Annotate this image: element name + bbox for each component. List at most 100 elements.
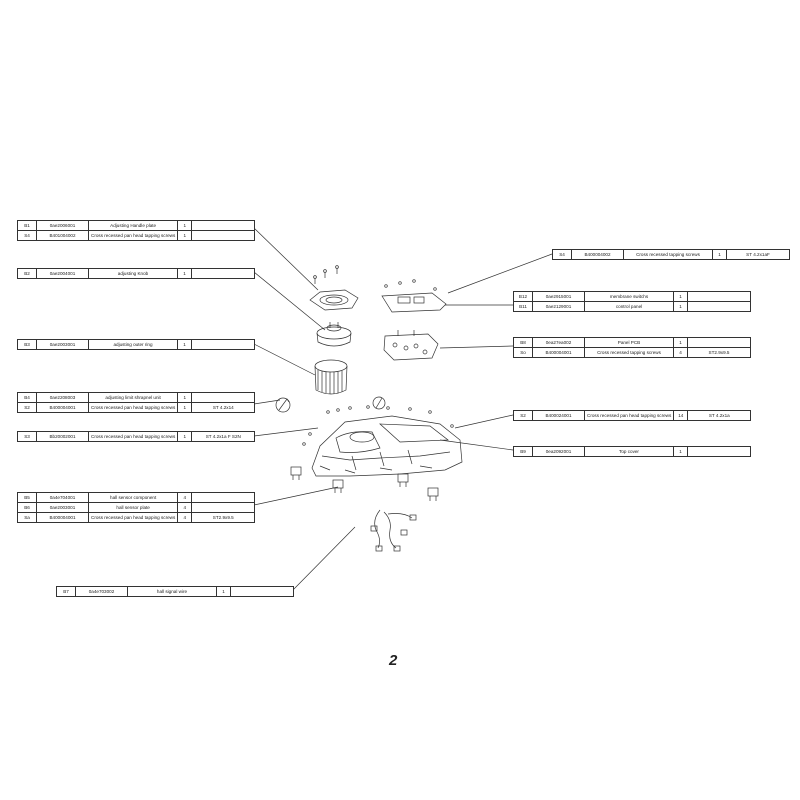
part-name: Cross recessed pan head tapping screws xyxy=(87,512,179,523)
part-spec: ST 4.2x1aF xyxy=(726,249,790,260)
part-qty: 1 xyxy=(673,337,688,348)
part-qty: 1 xyxy=(177,230,193,241)
table-row: S3 Bb20002001 Cross recessed pan head ta… xyxy=(17,431,256,442)
part-code: B12 xyxy=(513,291,533,302)
table-row: B6 0ae2003001 hall sensor plate 4 xyxy=(17,502,256,513)
part-qty: 1 xyxy=(177,339,192,350)
part-qty: 1 xyxy=(177,268,192,279)
parts-table-knob: B2 0ae2004001 adjusting Knob 1 xyxy=(17,268,255,279)
table-row: So B400004001 Cross recessed tapping scr… xyxy=(513,347,751,358)
part-name: control panel xyxy=(584,301,674,312)
adjusting-screws xyxy=(313,265,339,284)
part-name: Panel PCB xyxy=(584,337,674,348)
parts-table-top-cover: B9 0ea2092001 Top cover 1 xyxy=(513,446,751,457)
part-code: B1 xyxy=(17,220,37,231)
part-qty: 4 xyxy=(177,502,193,513)
adjusting-knob xyxy=(316,322,352,347)
part-code: S2 xyxy=(17,402,37,413)
part-qty: 1 xyxy=(712,249,727,260)
part-number: 0ae2208003 xyxy=(36,392,89,403)
table-row: B7 0a4e703002 hall signal wire 1 xyxy=(56,586,294,597)
parts-table-outer-ring: B3 0ae2003001 adjusting outer ring 1 xyxy=(17,339,255,350)
parts-table-shrapnel: B4 0ae2208003 adjusting limit shrapnel u… xyxy=(17,392,256,413)
part-qty: 1 xyxy=(177,402,193,413)
part-qty: 1 xyxy=(177,431,193,442)
part-qty: 1 xyxy=(177,392,193,403)
part-spec xyxy=(191,502,256,513)
panel-screws xyxy=(384,279,437,291)
part-qty: 1 xyxy=(216,586,231,597)
part-spec xyxy=(191,492,256,503)
part-name: adjusting Knob xyxy=(88,268,178,279)
part-code: B5 xyxy=(17,492,37,503)
part-spec xyxy=(191,392,256,403)
part-code: S4 xyxy=(552,249,572,260)
part-spec xyxy=(687,446,751,457)
table-row: B2 0ae2004001 adjusting Knob 1 xyxy=(17,268,255,279)
top-cover-screws xyxy=(302,405,454,446)
part-spec xyxy=(687,337,751,348)
table-row: B4 0ae2208003 adjusting limit shrapnel u… xyxy=(17,392,256,403)
part-spec xyxy=(191,268,255,279)
part-name: Cross recessed tapping screws xyxy=(623,249,713,260)
part-spec xyxy=(191,220,256,231)
part-spec: ST 4.2x1a xyxy=(687,410,752,421)
adjusting-handle-plate xyxy=(309,289,359,311)
part-number: B401004002 xyxy=(36,230,89,241)
part-name: Cross recessed tapping screws xyxy=(584,347,674,358)
part-spec xyxy=(687,291,751,302)
top-cover-part xyxy=(311,415,463,477)
part-number: 0ae2004001 xyxy=(36,268,89,279)
part-spec: ST2.9x9.5 xyxy=(191,512,256,523)
part-number: Bb20002001 xyxy=(36,431,89,442)
limit-shrapnel-unit xyxy=(275,396,386,413)
part-name: hall sensor plate xyxy=(87,502,179,513)
parts-table-panel-pcb: B8 0ea27ea002 Panel PCB 1 So B400004001 … xyxy=(513,337,751,358)
page-number: 2 xyxy=(389,652,398,669)
part-spec xyxy=(230,586,294,597)
part-code: B2 xyxy=(17,268,37,279)
part-code: B11 xyxy=(513,301,533,312)
table-row: B1 0ae2006001 Adjusting Handle plate 1 xyxy=(17,220,256,231)
part-code: S3 xyxy=(17,431,37,442)
part-qty: 1 xyxy=(673,301,688,312)
part-name: adjusting outer ring xyxy=(88,339,178,350)
hall-sensor-components xyxy=(290,466,439,501)
part-code: S4 xyxy=(17,230,37,241)
part-spec: ST2.9x9.5 xyxy=(687,347,751,358)
table-row: Sa B400004001 Cross recessed pan head ta… xyxy=(17,512,256,523)
part-name: Adjusting Handle plate xyxy=(87,220,179,231)
leader-lines xyxy=(253,227,553,592)
part-code: So xyxy=(513,347,533,358)
parts-table-tapping-s4: S4 B400004002 Cross recessed tapping scr… xyxy=(552,249,790,260)
part-code: B8 xyxy=(513,337,533,348)
part-name: hall sensor component xyxy=(87,492,179,503)
table-row: S4 B400004002 Cross recessed tapping scr… xyxy=(552,249,790,260)
part-name: Cross recessed pan head tapping screws xyxy=(87,230,179,241)
part-name: adjusting limit shrapnel unit xyxy=(87,392,179,403)
part-number: 0ae2003001 xyxy=(36,339,89,350)
part-name: Cross recessed pan head tapping screws xyxy=(87,402,179,413)
table-row: B5 0a4e704001 hall sensor component 4 xyxy=(17,492,256,503)
part-qty: 1 xyxy=(673,446,688,457)
part-code: S2 xyxy=(513,410,533,421)
table-row: B11 0ae2129001 control panel 1 xyxy=(513,301,751,312)
table-row: B9 0ea2092001 Top cover 1 xyxy=(513,446,751,457)
part-qty: 4 xyxy=(177,512,193,523)
table-row: S4 B401004002 Cross recessed pan head ta… xyxy=(17,230,256,241)
part-qty: 14 xyxy=(673,410,689,421)
parts-table-handle-plate: B1 0ae2006001 Adjusting Handle plate 1 S… xyxy=(17,220,256,241)
part-name: Cross recessed pan head tapping screws xyxy=(87,431,179,442)
part-number: 0ea2092001 xyxy=(532,446,585,457)
part-spec: ST 4.2x1a F S2N xyxy=(191,431,256,442)
part-spec: ST 4.2x14 xyxy=(191,402,256,413)
parts-table-screws-s2: S2 B400024001 Cross recessed pan head ta… xyxy=(513,410,752,421)
part-name: hall signal wire xyxy=(127,586,217,597)
control-panel-part xyxy=(381,292,447,313)
part-number: 0a4e703002 xyxy=(75,586,128,597)
part-qty: 1 xyxy=(673,291,688,302)
hall-signal-wire-part xyxy=(370,509,417,552)
parts-table-screws-s3: S3 Bb20002001 Cross recessed pan head ta… xyxy=(17,431,256,442)
table-row: S2 B400024001 Cross recessed pan head ta… xyxy=(513,410,752,421)
adjusting-outer-ring xyxy=(314,359,348,395)
